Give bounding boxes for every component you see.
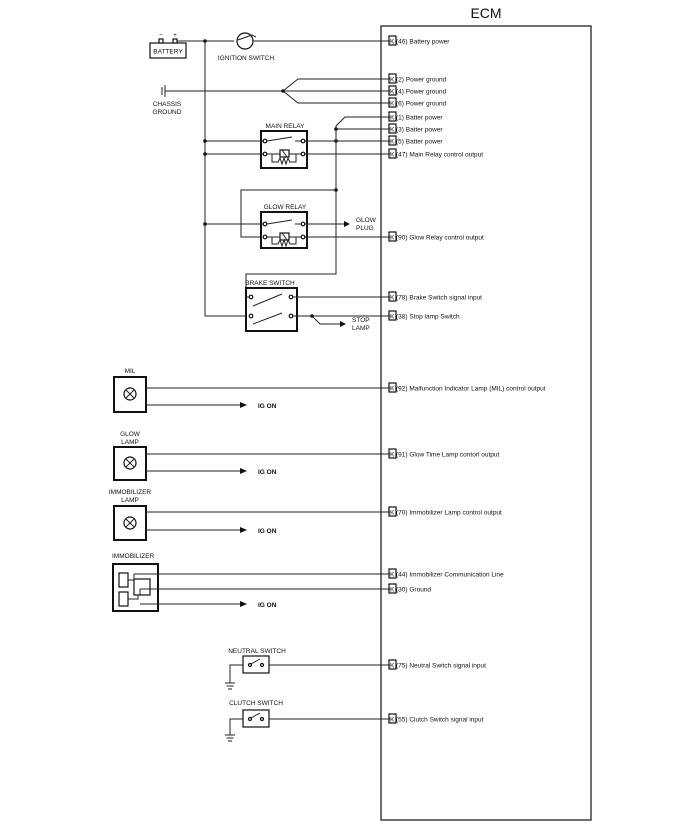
pin-connector-k: K [390,572,395,579]
immobilizer-lamp-label-1: IMMOBILIZER [109,489,152,496]
chassis-ground-label-1: CHASSIS [153,101,182,108]
battery: BATTERY − + [149,32,187,59]
pin-connector-k: K [390,77,395,84]
pin-label: (3) Batter power [396,127,443,134]
pin-connector-k: K [390,717,395,724]
pin-connector-k: K [390,235,395,242]
glow-plug-label-1: GLOW [356,217,377,224]
pin-label: (55) Clutch Switch signal input [396,717,484,724]
pin-label: (90) Glow Relay control output [396,235,484,242]
neutral-ground-icon [225,682,235,690]
stop-lamp-label-2: LAMP [352,325,370,332]
immobilizer-lamp-ig-on: IG ON [258,528,277,535]
pin-connector-k: K [390,314,395,321]
glow-lamp-label-2: LAMP [121,439,139,446]
battery-pos-terminal [172,38,178,44]
battery-neg-terminal [158,38,164,44]
neutral-switch [242,655,270,674]
batter-power-bus [245,116,390,316]
brake-switch-label: BRAKE SWITCH [245,280,295,287]
pin-connector-k: K [390,115,395,122]
pin-label: (2) Power ground [396,77,447,84]
pin-connector-k: K [390,587,395,594]
ignition-switch-label: IGNITION SWITCH [218,55,275,62]
pin-label: (70) Immobilizer Lamp control output [396,510,502,517]
immobilizer-ig-on: IG ON [258,602,277,609]
immobilizer-lamp-label-2: LAMP [121,497,139,504]
neutral-switch-label: NEUTRAL SWITCH [228,648,286,655]
pin-label: (38) Stop lamp Switch [396,314,460,321]
pin-connector-k: K [390,139,395,146]
pin-connector-k: K [390,152,395,159]
chassis-ground-icon [161,85,283,97]
pin-label: (4) Power ground [396,89,447,96]
pin-label: (6) Power ground [396,101,447,108]
glow-lamp-ig-on: IG ON [258,469,277,476]
power-ground-wires [282,78,390,104]
clutch-ground-icon [225,734,235,742]
ecm-title: ECM [470,5,501,21]
pin-connector-k: K [390,89,395,96]
pin-connector-k: K [390,452,395,459]
glow-relay-label: GLOW RELAY [264,204,307,211]
pin-connector-k: K [390,127,395,134]
glow-relay [260,211,308,249]
ecm-box [380,25,592,821]
pin-connector-k: K [390,663,395,670]
mil-label: MIL [125,368,136,375]
pin-connector-k: K [390,386,395,393]
glow-lamp [113,446,147,481]
pin-connector-k: K [390,101,395,108]
glow-plug-label-2: PLUG [356,225,374,232]
pin-connector-k: K [390,295,395,302]
clutch-switch [242,709,270,728]
ignition-switch [236,32,275,50]
brake-switch [245,287,298,332]
immobilizer-lamp [113,505,147,541]
stop-lamp-label-1: STOP [352,317,370,324]
pin-label: (5) Batter power [396,139,443,146]
mil-ig-on: IG ON [258,403,277,410]
pin-connector-k: K [390,510,395,517]
pin-label: (75) Neutral Switch signal input [396,663,486,670]
pin-label: (46) Battery power [396,39,450,46]
mil-lamp [113,376,147,413]
battery-box [149,42,187,59]
immobilizer-label: IMMOBILIZER [112,553,155,560]
battery-bus [204,41,246,317]
main-relay [260,130,308,169]
immobilizer-unit [112,563,159,612]
battery-label: BATTERY [153,49,183,56]
pin-label: (30) Ground [396,587,431,594]
battery-plus-sign: + [173,32,177,39]
battery-minus-sign: − [159,32,163,39]
pin-label: (1) Batter power [396,115,443,122]
main-relay-label: MAIN RELAY [266,123,306,130]
pin-label: (78) Brake Switch signal input [396,295,482,302]
glow-lamp-label-1: GLOW [120,431,141,438]
pin-label: (91) Glow Time Lamp contorl output [396,452,500,459]
clutch-switch-label: CLUTCH SWITCH [229,700,283,707]
pin-label: (92) Malfunction Indicator Lamp (MIL) co… [396,386,546,393]
pin-label: (47) Main Relay control output [396,152,483,159]
pin-connector-k: K [390,39,395,46]
chassis-ground-label-2: GROUND [153,109,182,116]
pin-label: (44) Immobilizer Communication Line [396,572,504,579]
